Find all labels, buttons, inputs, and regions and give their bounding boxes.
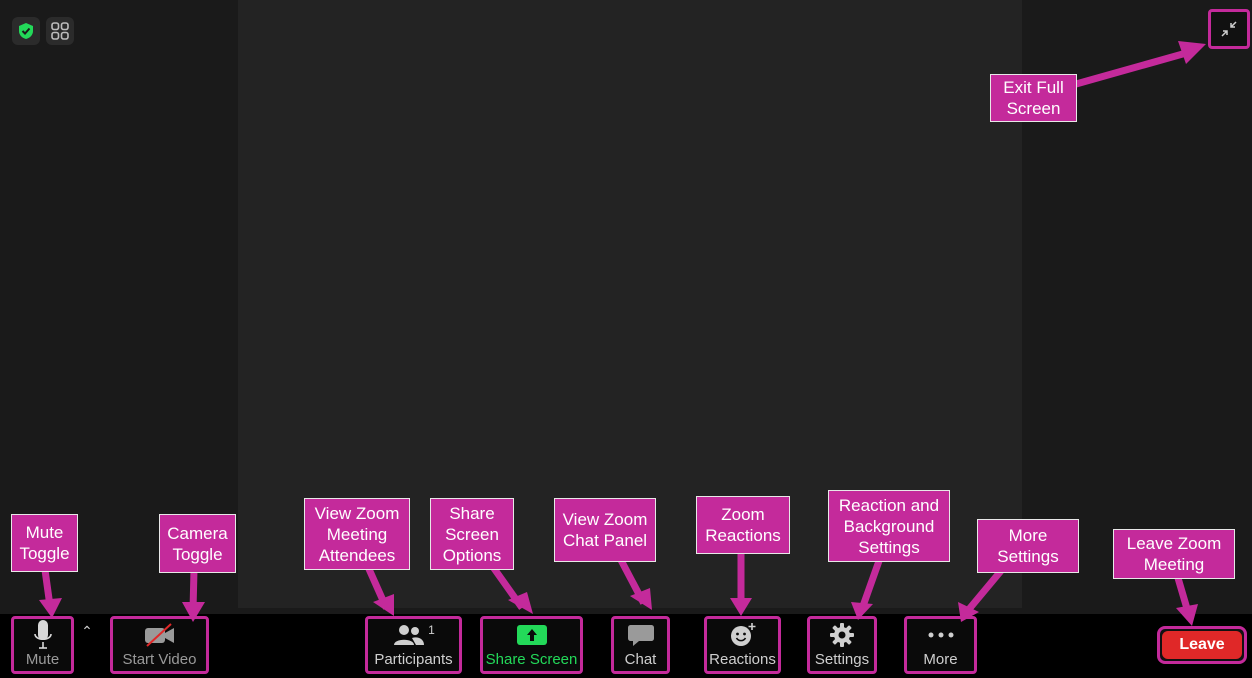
- callout-leave-meeting: Leave Zoom Meeting: [1113, 529, 1235, 579]
- leave-button-frame: Leave: [1157, 626, 1247, 664]
- top-left-icons: [12, 17, 74, 45]
- start-video-label: Start Video: [122, 651, 197, 668]
- callout-reactions: Zoom Reactions: [696, 496, 790, 554]
- callout-settings: Reaction and Background Settings: [828, 490, 950, 562]
- share-screen-button[interactable]: Share Screen: [480, 616, 583, 674]
- participants-label: Participants: [374, 651, 453, 668]
- callout-camera-toggle: Camera Toggle: [159, 514, 236, 573]
- callout-mute-toggle: Mute Toggle: [11, 514, 78, 572]
- settings-button[interactable]: Settings: [807, 616, 877, 674]
- more-label: More: [923, 651, 958, 668]
- more-dots-icon: [928, 632, 953, 638]
- reactions-icon: [730, 623, 755, 646]
- share-screen-label: Share Screen: [485, 651, 578, 668]
- callout-more-settings: More Settings: [977, 519, 1079, 573]
- mute-button[interactable]: Mute: [11, 616, 74, 674]
- callout-exit-full-screen: Exit Full Screen: [990, 74, 1077, 122]
- video-off-icon: [144, 623, 174, 647]
- participants-count: 1: [428, 623, 435, 637]
- exit-fullscreen-icon: [1221, 21, 1237, 37]
- settings-label: Settings: [814, 651, 870, 668]
- start-video-button[interactable]: Start Video: [110, 616, 209, 674]
- callout-share-screen: Share Screen Options: [430, 498, 514, 570]
- share-screen-icon: [516, 625, 547, 645]
- reactions-button[interactable]: Reactions: [704, 616, 781, 674]
- chat-button[interactable]: Chat: [611, 616, 670, 674]
- gallery-view-icon[interactable]: [46, 17, 74, 45]
- callout-chat-panel: View Zoom Chat Panel: [554, 498, 656, 562]
- chat-bubble-icon: [627, 625, 654, 646]
- callout-participants: View Zoom Meeting Attendees: [304, 498, 410, 570]
- participants-button[interactable]: 1 Participants: [365, 616, 462, 674]
- gear-icon: [830, 623, 854, 647]
- chat-label: Chat: [624, 651, 657, 668]
- security-shield-icon[interactable]: [12, 17, 40, 45]
- reactions-label: Reactions: [709, 651, 776, 668]
- exit-fullscreen-button[interactable]: [1208, 9, 1250, 49]
- participants-icon: [394, 625, 425, 645]
- audio-options-caret-icon[interactable]: ⌃: [81, 623, 93, 639]
- microphone-icon: [33, 620, 52, 649]
- leave-button[interactable]: Leave: [1162, 631, 1242, 659]
- more-button[interactable]: More: [904, 616, 977, 674]
- mute-label: Mute: [25, 651, 60, 668]
